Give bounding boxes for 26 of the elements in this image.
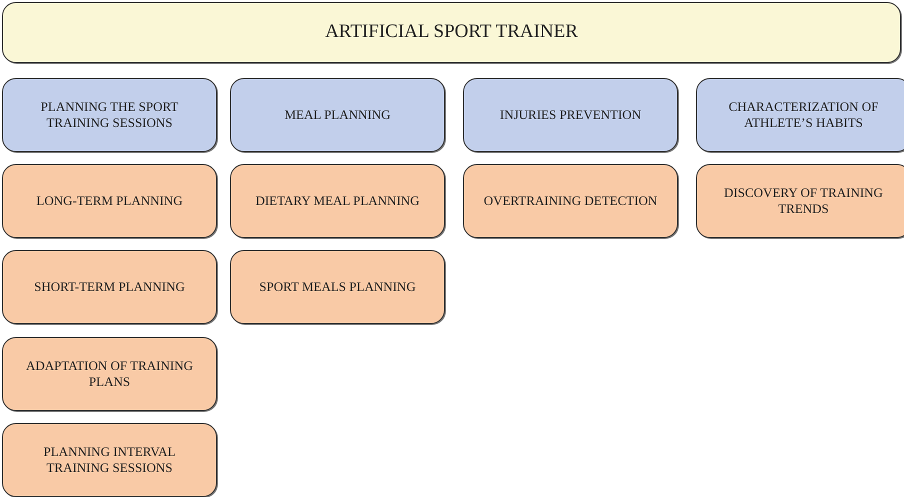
box-label: LONG-TERM PLANNING <box>36 193 183 209</box>
box-label: OVERTRAINING DETECTION <box>484 193 658 209</box>
box-label: CHARACTERIZATION OF ATHLETE’S HABITS <box>728 99 880 131</box>
task-box <box>230 250 445 324</box>
task-box <box>2 250 217 324</box>
task-box <box>2 423 217 497</box>
box-label: DIETARY MEAL PLANNING <box>255 193 420 209</box>
task-box <box>463 164 678 238</box>
box-label: INJURIES PREVENTION <box>500 107 642 123</box>
task-box <box>696 164 904 238</box>
box-label: PLANNING INTERVAL TRAINING SESSIONS <box>42 444 176 476</box>
box-label: SPORT MEALS PLANNING <box>259 279 416 295</box>
task-box <box>230 164 445 238</box>
category-box <box>2 78 217 152</box>
box-label: SHORT-TERM PLANNING <box>34 279 185 295</box>
box-label: DISCOVERY OF TRAINING TRENDS <box>723 185 884 217</box>
task-box <box>2 164 217 238</box>
box-label: MEAL PLANNING <box>284 107 391 123</box>
box-label: ADAPTATION OF TRAINING PLANS <box>25 358 194 390</box>
box-label: PLANNING THE SPORT TRAINING SESSIONS <box>40 99 180 131</box>
category-box <box>463 78 678 152</box>
category-box <box>696 78 904 152</box>
task-box <box>2 337 217 411</box>
box-label: ARTIFICIAL SPORT TRAINER <box>325 21 578 44</box>
category-box <box>230 78 445 152</box>
title-box <box>2 2 901 63</box>
